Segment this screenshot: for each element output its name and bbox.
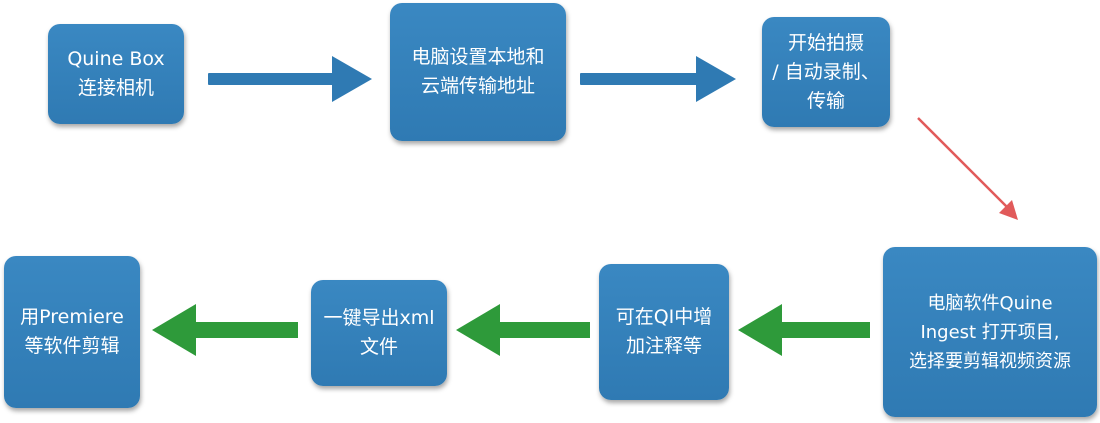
arrow-step4-to-step5 [738, 304, 870, 356]
arrow-step3-to-step4 [917, 117, 1018, 220]
step-box-edit-in-premiere: 用Premiere 等软件剪辑 [4, 256, 140, 408]
step-text-line: 可在QI中增 [615, 306, 713, 328]
step-text-line: 电脑设置本地和 [411, 46, 545, 68]
step-text-line: 连接相机 [77, 77, 154, 99]
step-text-line: 文件 [359, 336, 398, 358]
step-box-connect-camera: Quine Box 连接相机 [48, 24, 184, 124]
step-box-add-notes: 可在QI中增 加注释等 [599, 264, 729, 400]
step-text-line: 一键导出xml [323, 307, 435, 329]
step-text-line: Quine Box [67, 48, 165, 70]
arrow-step1-to-step2 [208, 56, 372, 102]
step-text-line: 加注释等 [625, 335, 702, 357]
arrow-step5-to-step6 [456, 304, 590, 356]
step-box-open-quine-ingest: 电脑软件Quine Ingest 打开项目, 选择要剪辑视频资源 [883, 247, 1097, 417]
step-text-line: 云端传输地址 [420, 75, 535, 97]
step-text-line: 电脑软件Quine [927, 292, 1053, 314]
step-text-line: 开始拍摄 [787, 31, 864, 54]
arrow-step6-to-step7 [152, 304, 298, 356]
step-text-line: Ingest 打开项目, [920, 321, 1060, 343]
step-text-line: 传输 [806, 89, 845, 112]
step-text-line: 用Premiere [20, 306, 124, 328]
step-box-set-transfer-address: 电脑设置本地和 云端传输地址 [390, 3, 566, 141]
step-text-line: 选择要剪辑视频资源 [909, 350, 1071, 372]
step-text-line: / 自动录制、 [772, 60, 880, 83]
step-text-line: 等软件剪辑 [24, 335, 120, 357]
arrow-step2-to-step3 [580, 56, 736, 102]
step-box-export-xml: 一键导出xml 文件 [311, 280, 447, 386]
step-box-start-recording: 开始拍摄 / 自动录制、 传输 [762, 17, 890, 127]
